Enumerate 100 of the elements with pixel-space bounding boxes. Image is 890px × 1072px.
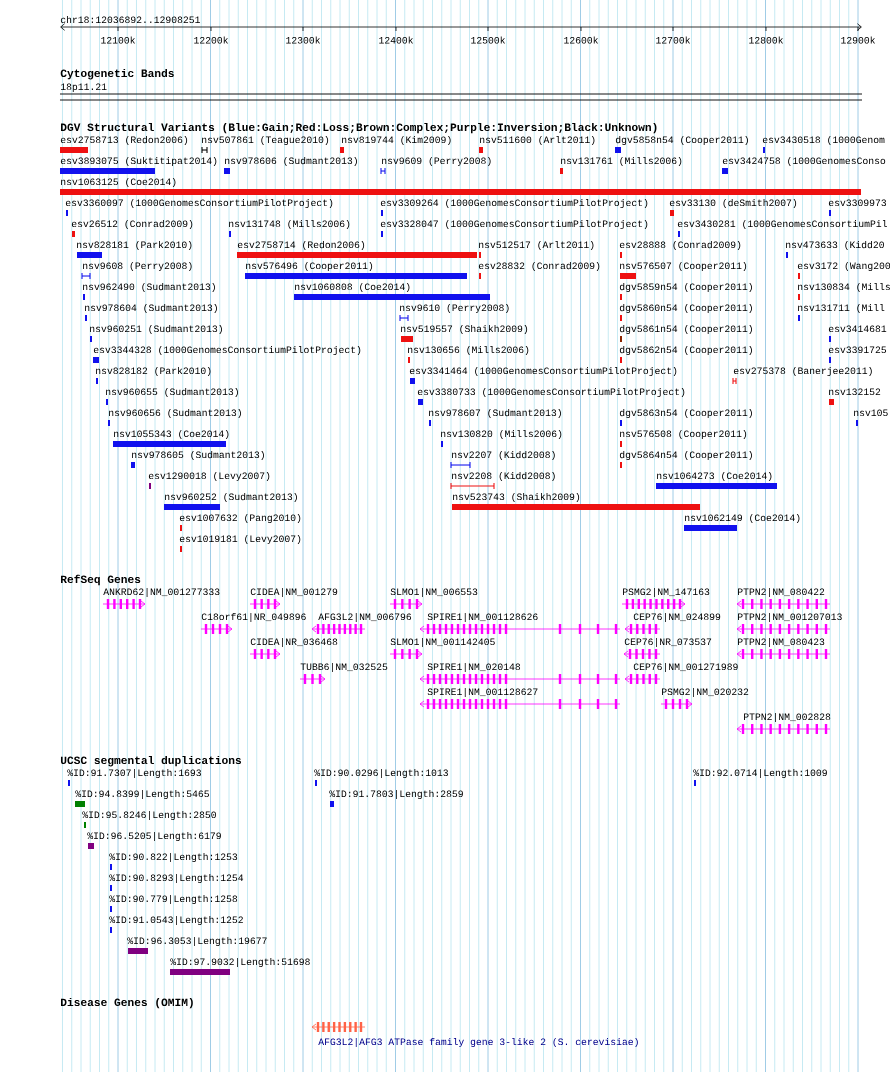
feature-label: esv3893075 (Suktitipat2014) [60,156,217,166]
track-title: UCSC segmental duplications [61,755,242,767]
feature-label: nsv105 [854,409,888,417]
feature-label: nsv512517 (Arlt2011) [479,240,594,250]
tick-label: 12800k [749,36,783,44]
feature-label: dgv5860n54 (Cooper2011) [619,303,752,313]
feature-label: %ID:96.5205|Length:6179 [87,831,221,841]
feature-label: esv275378 (Banerjee2011) [733,366,872,376]
gene-label: PSMG2|NM_147163 [623,587,710,597]
gene-label: PTPN2|NM_002828 [744,712,831,722]
tick-label: 12400k [379,36,413,44]
gene-label: AFG3L2|AFG3 ATPase family gene 3-like 2 (S. cerevisiae) [318,1037,638,1047]
feature-label: nsv511600 (Arlt2011) [480,135,595,145]
gene-label: PTPN2|NM_001207013 [738,612,842,622]
feature-label: nsv576496 (Cooper2011) [246,261,373,271]
feature-label: nsv1055343 (Coe2014) [114,429,229,439]
feature-label: esv3341464 (1000GenomesConsortiumPilotProject) [409,366,677,376]
tick-label: 12600k [564,36,598,44]
feature-label: dgv5861n54 (Cooper2011) [619,324,752,334]
feature-label: esv1007632 (Pang2010) [179,513,301,523]
feature-label: %ID:91.7307|Length:1693 [67,768,201,778]
feature-label: nsv978605 (Sudmant2013) [132,450,264,460]
feature-label: esv28888 (Conrad2009) [619,240,741,250]
gene-label: SPIRE1|NM_001128627 [427,687,538,697]
feature-label: esv33130 (deSmith2007) [669,198,797,208]
feature-label: %ID:90.779|Length:1258 [109,894,238,904]
feature-label: nsv1060808 (Coe2014) [295,282,410,292]
feature-label: esv2758713 (Redon2006) [60,135,188,145]
feature-label: nsv576507 (Cooper2011) [620,261,747,271]
feature-label: nsv9610 (Perry2008) [400,303,509,313]
feature-label: nsv130834 (Mills [798,282,890,292]
feature-label: nsv962490 (Sudmant2013) [83,282,215,292]
feature-label: nsv131761 (Mills2006) [561,156,682,166]
region-label: chr18:12036892..12908251 [60,15,200,24]
feature-label: dgv5858n54 (Cooper2011) [615,135,748,145]
gene-label: SPIRE1|NM_001128626 [427,612,538,622]
feature-label: nsv978604 (Sudmant2013) [85,303,217,313]
feature-label: %ID:90.0296|Length:1013 [314,768,448,778]
feature-label: nsv978606 (Sudmant2013) [225,156,357,166]
feature-label: nsv1062149 (Coe2014) [685,513,800,523]
gene-label: CEP76|NM_024899 [633,612,721,622]
feature-label: esv3380733 (1000GenomesConsortiumPilotProject) [417,387,685,397]
tick-label: 12200k [194,36,228,44]
feature-label: esv1290018 (Levy2007) [148,471,270,481]
feature-label: dgv5864n54 (Cooper2011) [619,450,752,460]
tick-label: 12900k [841,36,875,44]
gene-label: PSMG2|NM_020232 [662,687,749,697]
feature-label: nsv819744 (Kim2009) [342,135,451,145]
tick-label: 12500k [471,36,505,44]
gene-label: ANKRD62|NM_001277333 [103,587,220,597]
feature-label: nsv828181 (Park2010) [77,240,192,250]
feature-label: esv2758714 (Redon2006) [237,240,365,250]
feature-label: %ID:94.8399|Length:5465 [75,789,209,799]
feature-label: nsv978607 (Sudmant2013) [429,408,561,418]
feature-label: nsv131711 (Mill [798,303,885,313]
feature-label: %ID:90.822|Length:1253 [109,852,238,862]
tick-label: 12300k [286,36,320,44]
feature-label: esv3430281 (1000GenomesConsortiumPil [677,219,887,229]
feature-label: nsv131748 (Mills2006) [229,219,350,229]
gene-label: C18orf61|NR_049896 [201,612,306,622]
feature-label: esv1019181 (Levy2007) [179,534,301,544]
feature-label: nsv576508 (Cooper2011) [620,429,747,439]
feature-label: nsv519557 (Shaikh2009) [401,324,528,334]
feature-label: nsv132152 [829,388,881,396]
gene-label: SLMO1|NM_001142405 [390,637,495,647]
feature-label: esv3344328 (1000GenomesConsortiumPilotProject) [93,345,361,355]
feature-label: esv28832 (Conrad2009) [478,261,600,271]
feature-label: esv3391725 [828,346,887,354]
feature-label: dgv5862n54 (Cooper2011) [619,345,752,355]
gene-label: AFG3L2|NM_006796 [318,612,412,622]
feature-label: nsv523743 (Shaikh2009) [453,492,580,502]
feature-label: nsv1064273 (Coe2014) [657,471,772,481]
feature-label: nsv2207 (Kidd2008) [452,450,555,460]
feature-label: esv3172 (Wang200 [797,261,890,271]
gene-label: TUBB6|NM_032525 [300,662,388,672]
feature-label: %ID:96.3053|Length:19677 [127,936,267,946]
feature-label: esv3360097 (1000GenomesConsortiumPilotProject) [65,198,333,208]
gene-label: CIDEA|NR_036468 [250,637,338,647]
feature-label: %ID:97.9032|Length:51698 [170,957,310,967]
feature-label: nsv473633 (Kidd20 [786,240,884,250]
gene-label: CEP76|NR_073537 [624,637,712,647]
feature-label: esv3414681 [828,325,887,333]
track-title: DGV Structural Variants (Blue:Gain;Red:Loss;Brown:Complex;Purple:Inversion;Black:Unknown) [61,122,657,134]
track-title: Cytogenetic Bands [60,68,174,80]
gene-label: CEP76|NM_001271989 [633,662,738,672]
feature-label: esv3430518 (1000Genom [762,135,885,145]
gene-label: CIDEA|NM_001279 [250,587,338,597]
feature-label: %ID:90.8293|Length:1254 [109,873,244,883]
gene-label: SLMO1|NM_006553 [390,587,478,597]
feature-label: %ID:92.0714|Length:1009 [693,768,827,778]
track-title: RefSeq Genes [61,574,141,586]
feature-label: nsv2208 (Kidd2008) [452,471,555,481]
feature-label: esv26512 (Conrad2009) [71,219,193,229]
feature-label: %ID:91.0543|Length:1252 [109,915,243,925]
gene-label: PTPN2|NM_080423 [738,637,825,647]
feature-label: %ID:91.7803|Length:2859 [329,789,463,799]
feature-label: nsv9609 (Perry2008) [382,156,491,166]
feature-label: nsv960655 (Sudmant2013) [106,387,238,397]
feature-label: nsv507861 (Teague2010) [202,135,329,145]
feature-label: nsv960656 (Sudmant2013) [109,408,241,418]
